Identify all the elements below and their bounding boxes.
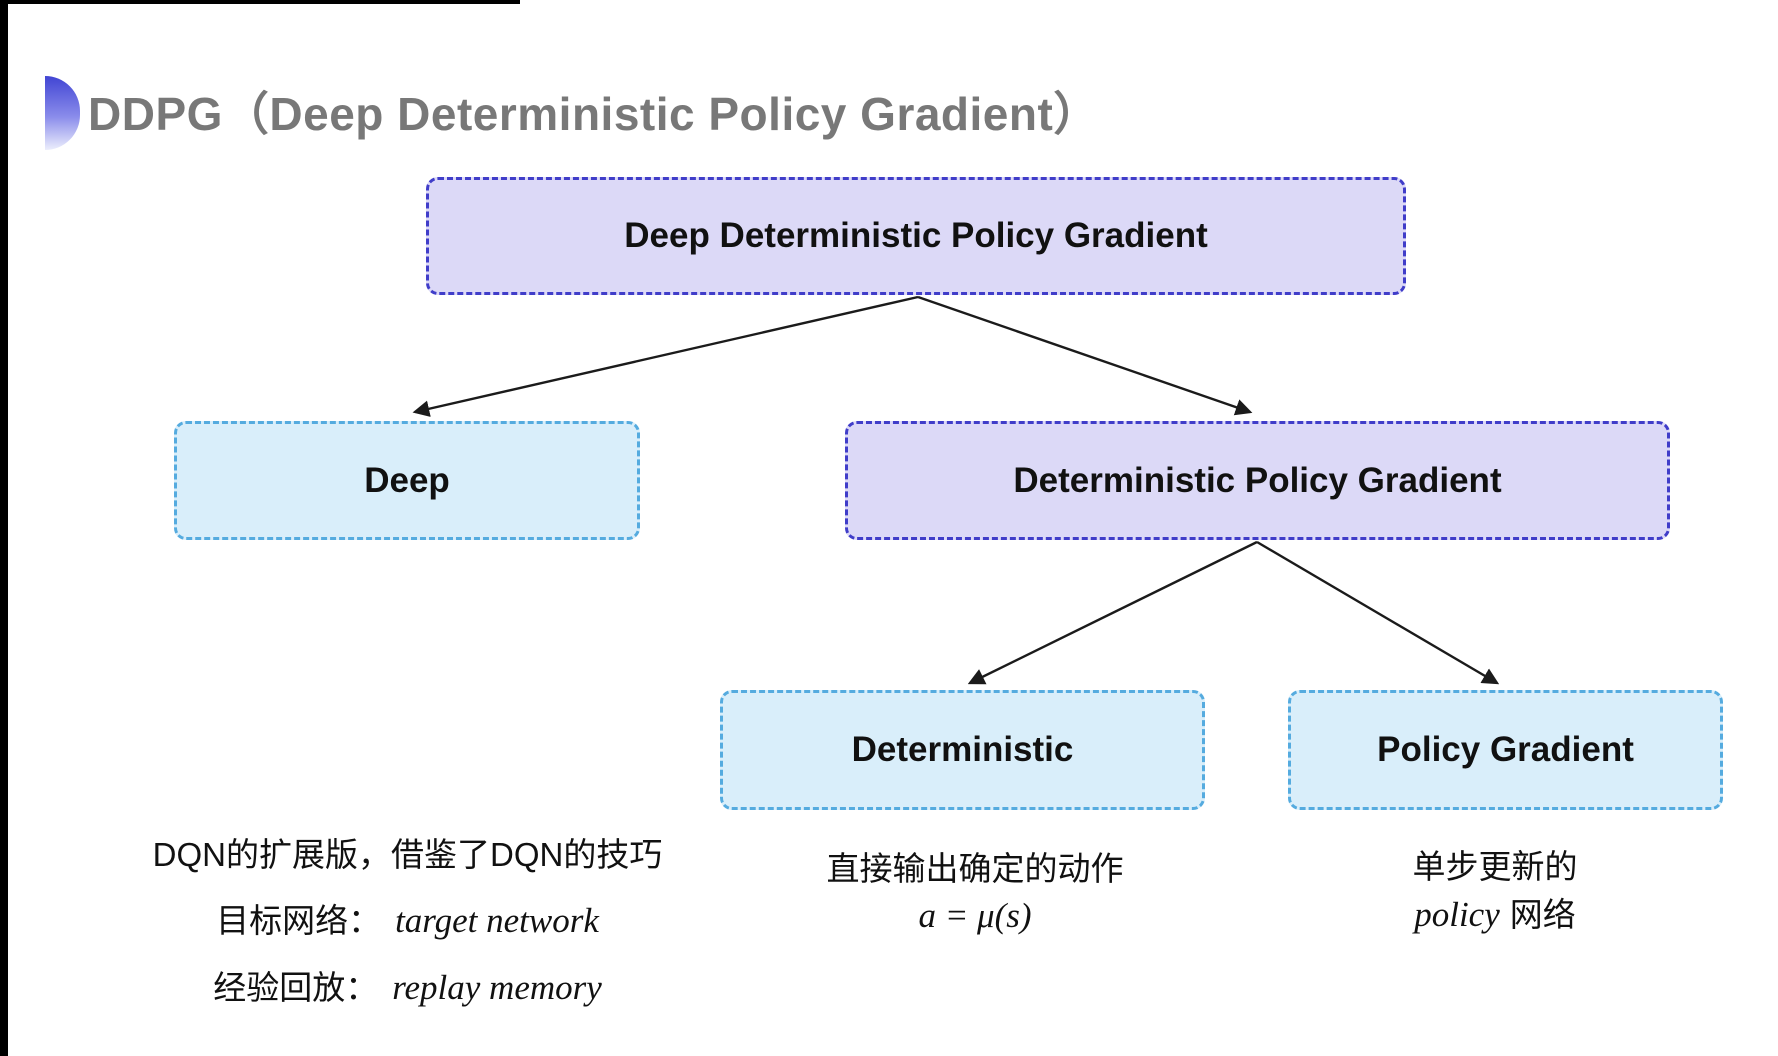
node-deterministic-policy-gradient: Deterministic Policy Gradient (845, 421, 1670, 540)
note-deep: DQN的扩展版，借鉴了DQN的技巧 目标网络： target network 经验… (120, 836, 695, 1008)
page-title: DDPG（Deep Deterministic Policy Gradient） (88, 88, 1100, 140)
node-deterministic-label: Deterministic (851, 730, 1074, 769)
deterministic-formula: a = μ(s) (918, 895, 1032, 935)
node-deterministic: Deterministic (720, 690, 1205, 810)
policy-suffix: 网络 (1509, 895, 1576, 933)
node-policy-gradient: Policy Gradient (1288, 690, 1723, 810)
target-network-label: 目标网络： (216, 901, 382, 939)
note-deep-line2: 目标网络： target network (120, 901, 695, 941)
arrow-dpg-to-policy-gradient (1256, 540, 1500, 685)
target-network-term: target network (395, 900, 599, 940)
note-deep-line3: 经验回放： replay memory (120, 968, 695, 1008)
node-policy-gradient-label: Policy Gradient (1377, 730, 1634, 769)
node-dpg-label: Deterministic Policy Gradient (1013, 460, 1502, 500)
note-deterministic-line1: 直接输出确定的动作 (826, 850, 1124, 887)
top-border-artifact (0, 0, 520, 4)
arrow-root-to-deep (412, 295, 919, 418)
replay-memory-term: replay memory (392, 968, 602, 1008)
note-deterministic: 直接输出确定的动作 a = μ(s) (740, 850, 1210, 936)
note-policy-gradient-line1: 单步更新的 (1412, 848, 1578, 885)
node-deep-label: Deep (364, 460, 450, 500)
arrow-dpg-to-deterministic (967, 540, 1258, 685)
node-root-label: Deep Deterministic Policy Gradient (624, 216, 1208, 255)
left-border-artifact (0, 0, 8, 1056)
replay-memory-label: 经验回放： (213, 969, 379, 1007)
node-root-ddpg: Deep Deterministic Policy Gradient (426, 177, 1406, 295)
policy-term: policy (1414, 894, 1500, 934)
node-deep: Deep (174, 421, 640, 540)
note-deep-line1: DQN的扩展版，借鉴了DQN的技巧 (152, 836, 663, 873)
arrow-root-to-dpg (917, 295, 1253, 416)
